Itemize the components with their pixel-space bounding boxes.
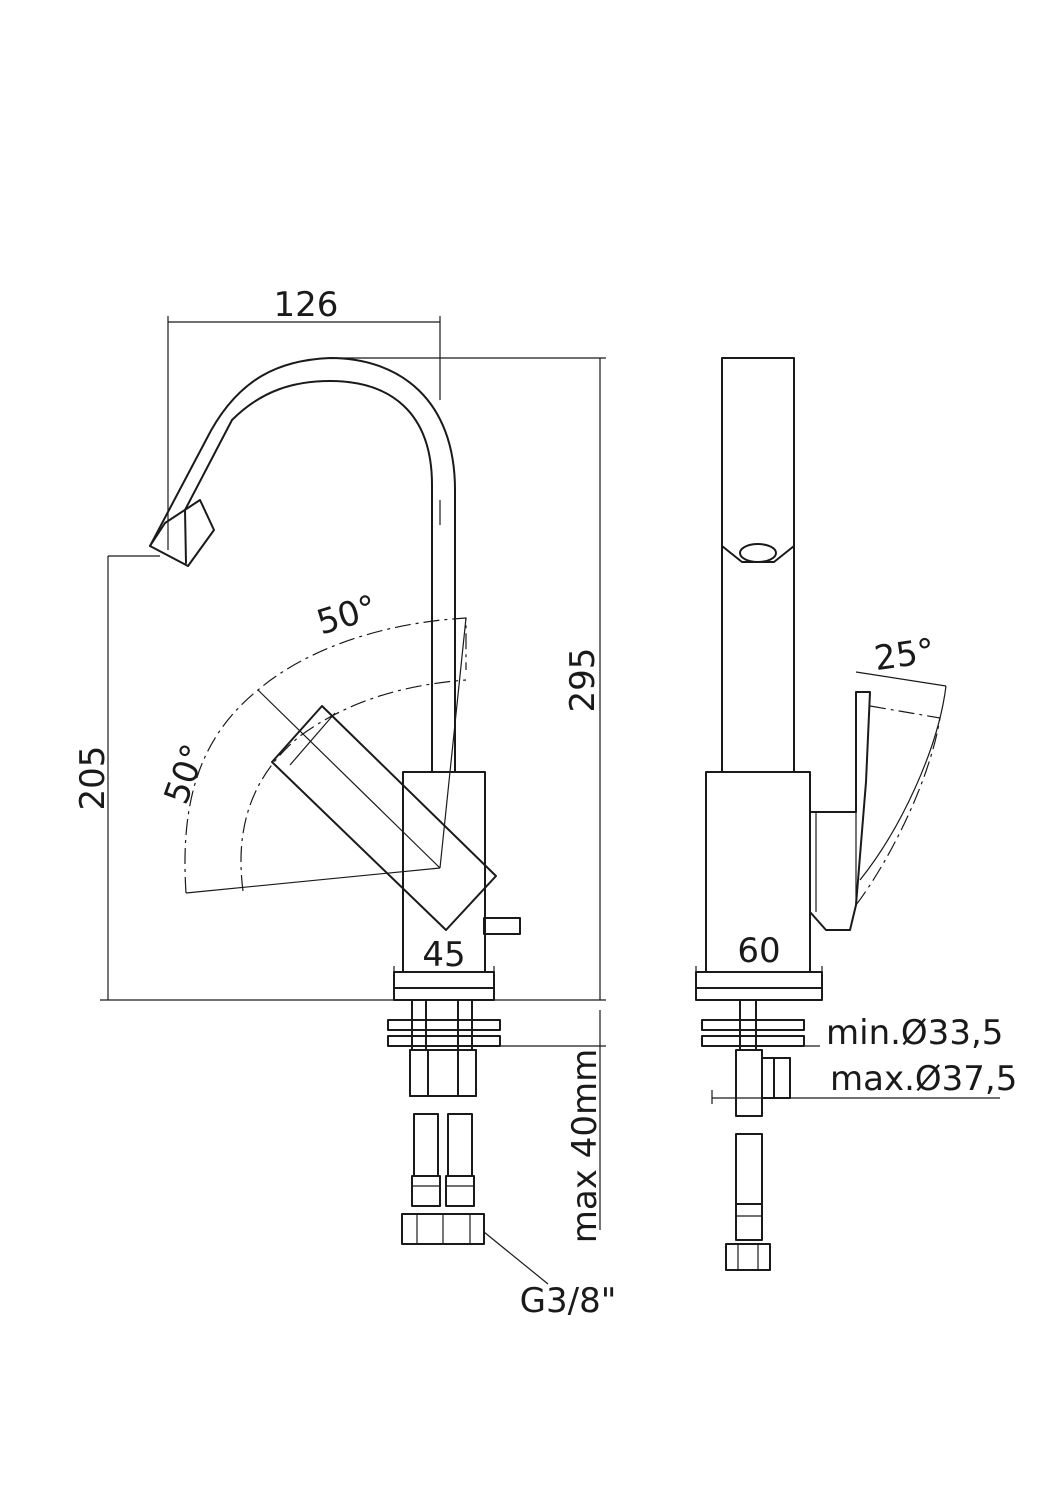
front-view bbox=[100, 316, 606, 1285]
dim-lever-angle-upper: 50° bbox=[312, 588, 381, 644]
dim-total-height: 295 bbox=[563, 648, 603, 713]
dim-hole-max: max.Ø37,5 bbox=[830, 1059, 1017, 1099]
side-view bbox=[695, 357, 1000, 1271]
dim-deck-thickness: max 40mm bbox=[565, 1049, 605, 1243]
dim-side-lever-angle: 25° bbox=[872, 631, 937, 679]
spout-inner bbox=[184, 380, 433, 773]
side-aerator bbox=[721, 545, 795, 563]
dim-hole-min: min.Ø33,5 bbox=[826, 1013, 1003, 1053]
front-hose-right bbox=[447, 1113, 473, 1177]
side-hose bbox=[735, 1133, 763, 1205]
front-hose-left bbox=[413, 1113, 439, 1177]
side-hose-nut bbox=[725, 1243, 771, 1271]
dim-spout-height: 205 bbox=[73, 746, 113, 811]
spout-outer bbox=[149, 357, 456, 773]
side-lever bbox=[809, 691, 871, 931]
lever-arc-inner bbox=[240, 679, 467, 892]
side-spout bbox=[721, 357, 795, 773]
front-stud bbox=[483, 917, 521, 935]
front-lever bbox=[271, 705, 497, 931]
dim-front-body-width: 45 bbox=[422, 935, 465, 975]
spout-tip bbox=[149, 499, 215, 567]
dim-side-body-width: 60 bbox=[737, 931, 780, 971]
dim-spout-reach: 126 bbox=[274, 285, 339, 325]
side-base bbox=[695, 971, 823, 989]
dim-connection: G3/8" bbox=[520, 1281, 617, 1321]
dim-lever-angle-lower: 50° bbox=[157, 739, 215, 809]
side-lever-arc bbox=[855, 705, 941, 906]
